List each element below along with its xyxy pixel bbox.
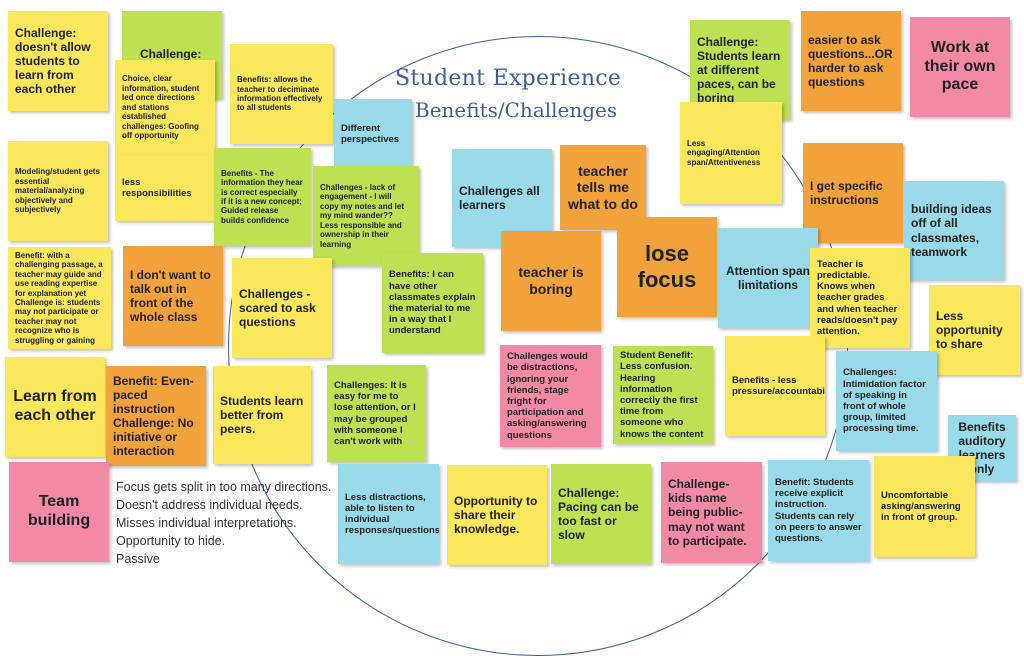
sticky-note[interactable]: Benefits: I can have other classmates ex… xyxy=(382,253,483,353)
board-subtitle: Benefits/Challenges xyxy=(415,98,618,122)
sticky-note[interactable]: Benefits: allows the teacher to decimina… xyxy=(230,44,333,144)
sticky-note[interactable]: Teacher is predictable. Knows when teach… xyxy=(810,248,910,348)
sticky-note[interactable]: teacher tells me what to do xyxy=(560,145,646,230)
sticky-note[interactable]: Benefit: Even-paced instruction Challeng… xyxy=(106,366,206,466)
sticky-note[interactable]: teacher is boring xyxy=(501,231,601,331)
sticky-note[interactable]: Challenge- kids name being public- may n… xyxy=(661,462,762,563)
sticky-note[interactable]: Uncomfortable asking/answering in front … xyxy=(874,456,975,557)
sticky-note[interactable]: Modeling/student gets essential material… xyxy=(8,141,108,241)
sticky-note[interactable]: Benefits - The information they hear is … xyxy=(214,148,311,246)
sticky-note[interactable]: Challenges: Intimidation factor of speak… xyxy=(836,351,937,451)
sticky-note[interactable]: Challenges - lack of engagement - I will… xyxy=(313,166,419,266)
sticky-note[interactable]: lose focus xyxy=(617,217,717,317)
plain-text-line: Opportunity to hide. xyxy=(116,534,226,548)
sticky-note[interactable]: Challenges would be distractions, ignori… xyxy=(500,345,601,447)
sticky-note[interactable]: Attention span limitations xyxy=(718,228,818,328)
sticky-note[interactable]: Less distractions, able to listen to ind… xyxy=(338,464,439,564)
sticky-note[interactable]: Challenges all learners xyxy=(452,149,552,247)
sticky-note[interactable]: Challenges - scared to ask questions xyxy=(232,258,332,358)
sticky-note[interactable]: Opportunity to share their knowledge. xyxy=(447,465,547,565)
sticky-note[interactable]: Students learn better from peers. xyxy=(213,366,311,464)
sticky-note[interactable]: Benefit: Students receive explicit instr… xyxy=(768,460,869,561)
plain-text-list: Focus gets split in too many directions.… xyxy=(116,478,331,568)
sticky-note[interactable]: building ideas off of all classmates, te… xyxy=(904,181,1004,280)
sticky-note[interactable]: I get specific instructions xyxy=(803,143,903,243)
sticky-note[interactable]: Team building xyxy=(9,462,109,562)
sticky-note[interactable]: less responsibilities xyxy=(115,155,215,221)
sticky-note[interactable]: Learn from each other xyxy=(5,357,105,457)
plain-text-line: Passive xyxy=(116,552,160,566)
sticky-note[interactable]: Challenge: doesn't allow students to lea… xyxy=(8,11,108,111)
sticky-note[interactable]: easier to ask questions...OR harder to a… xyxy=(801,11,901,111)
board-title: Student Experience xyxy=(395,66,622,91)
sticky-note[interactable]: Student Benefit: Less confusion. Hearing… xyxy=(613,346,713,444)
sticky-note[interactable]: Choice, clear information, student led o… xyxy=(115,60,215,155)
brainstorm-board: Student Experience Benefits/Challenges C… xyxy=(5,11,1020,656)
sticky-note[interactable]: Benefits - less pressure/accountability xyxy=(725,336,825,436)
sticky-note[interactable]: Work at their own pace xyxy=(910,17,1010,117)
sticky-note[interactable]: Less opportunity to share xyxy=(929,285,1020,375)
plain-text-line: Focus gets split in too many directions. xyxy=(116,480,332,494)
sticky-note[interactable]: Different perspectives xyxy=(334,99,412,169)
plain-text-line: Misses individual interpretations. xyxy=(116,516,297,530)
sticky-note[interactable]: Benefit: with a challenging passage, a t… xyxy=(8,247,111,349)
sticky-note[interactable]: I don't want to talk out in front of the… xyxy=(123,246,223,346)
sticky-note[interactable]: Less engaging/Attention span/Attentivene… xyxy=(680,102,782,204)
sticky-note[interactable]: Challenge: Pacing can be too fast or slo… xyxy=(551,464,651,564)
plain-text-line: Doesn't address individual needs. xyxy=(116,498,303,512)
sticky-note[interactable]: Challenges: It is easy for me to lose at… xyxy=(327,365,426,462)
